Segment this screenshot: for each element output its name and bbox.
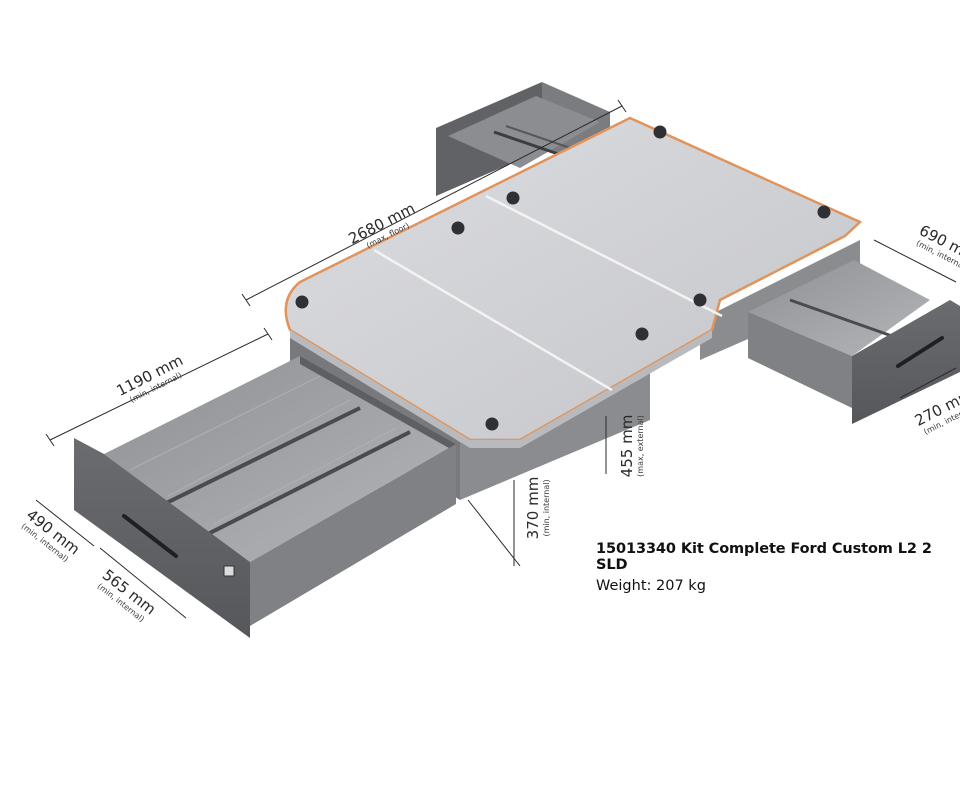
- dim-total-height-note: (max, external): [636, 415, 645, 477]
- product-title: 15013340 Kit Complete Ford Custom L2 2 S…: [596, 541, 932, 573]
- dim-left-drawer-length: 1190 mm (min, internal): [113, 351, 185, 404]
- floor-panel: [284, 116, 863, 448]
- dim-drawer-height-note: (min, internal): [542, 479, 551, 536]
- dim-total-height-value: 455 mm: [618, 415, 636, 478]
- right-drawer: [748, 260, 960, 424]
- dim-left-drawer-width-a: 490 mm (min, internal): [19, 506, 83, 564]
- dim-right-drawer-length: 690 mm (min, internal): [915, 221, 960, 272]
- dim-drawer-height-value: 370 mm: [524, 477, 542, 540]
- product-weight: Weight: 207 kg: [596, 578, 706, 594]
- dim-left-drawer-width-b: 565 mm (min, internal): [95, 566, 159, 624]
- dimension-lines: [35, 99, 957, 619]
- left-drawer: [74, 356, 456, 638]
- product-caption: 15013340 Kit Complete Ford Custom L2 2 S…: [596, 541, 960, 594]
- dim-total-height: 455 mm (max, external): [618, 415, 645, 478]
- dim-right-drawer-width: 270 mm (min, internal): [912, 385, 960, 436]
- dim-drawer-height: 370 mm (min, internal): [524, 477, 551, 540]
